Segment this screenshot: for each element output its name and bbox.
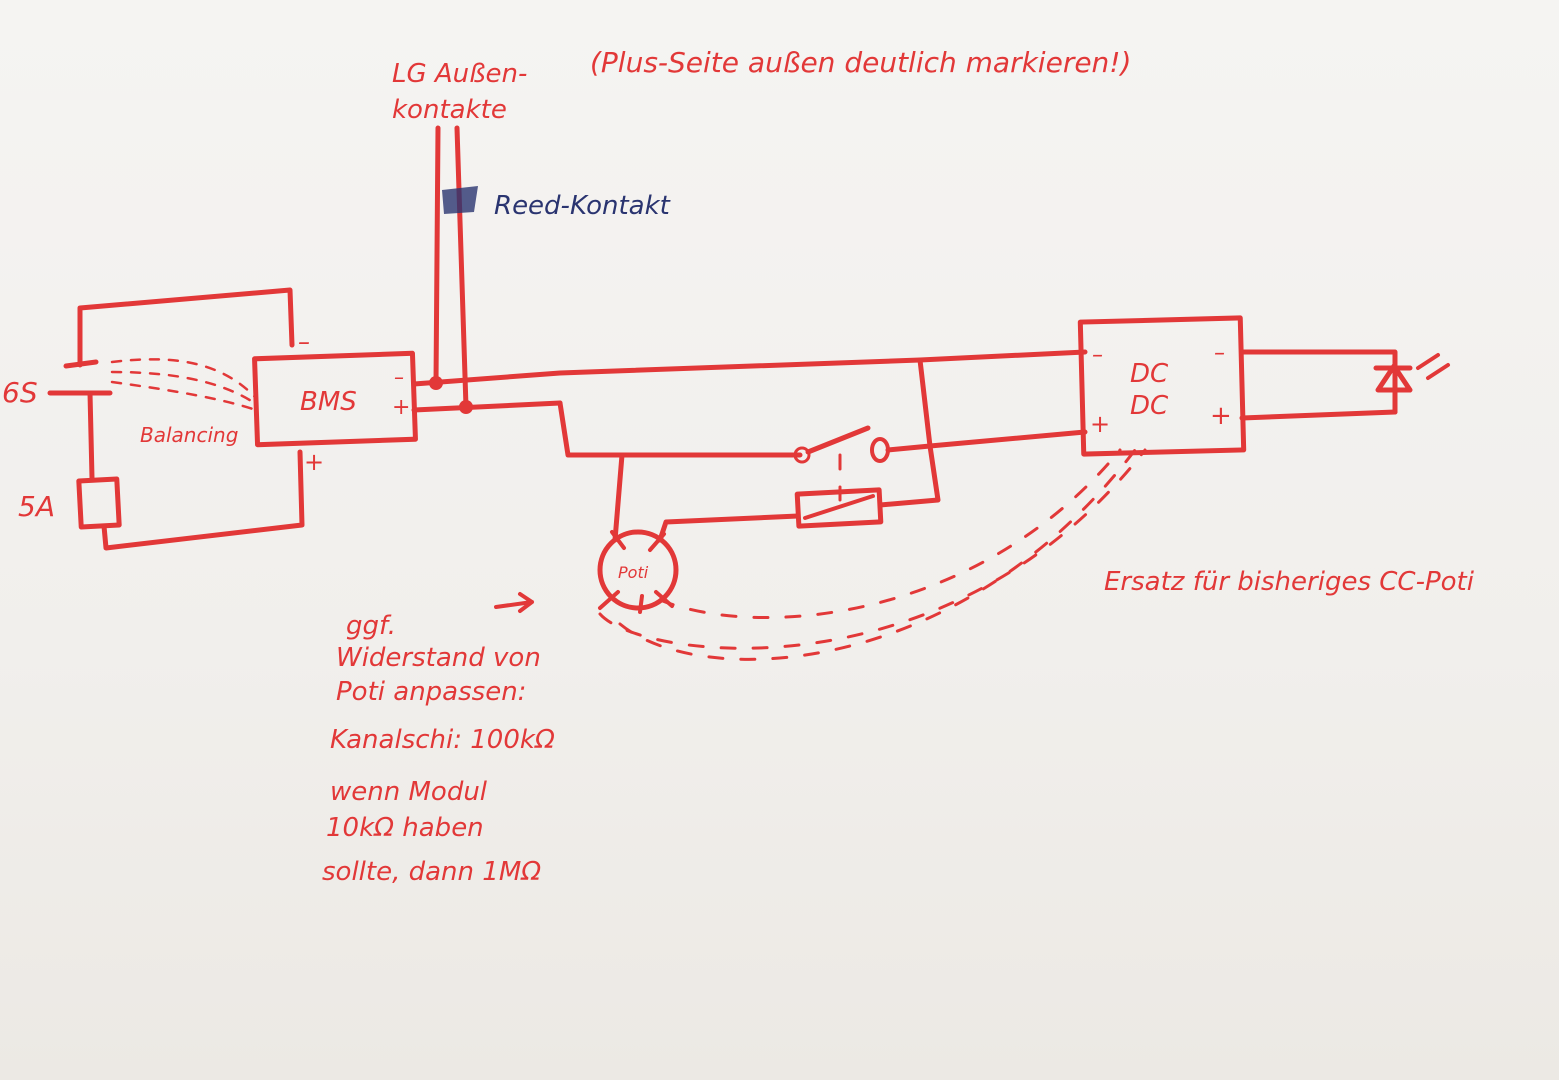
balancing-wire-2 [110,370,258,406]
poti-pin-2 [648,532,666,552]
bms-label: BMS [300,387,357,417]
note-line-3: Kanalschi: 100kΩ [330,725,555,755]
note-arrow [494,592,534,613]
relay-coil-diag [803,494,875,520]
balancing-label: Balancing [140,423,238,447]
plus-rail [411,400,563,413]
dcdc-label-top: DC [1130,359,1169,389]
bms-plus-bottom: + [304,448,324,476]
poti-pin-4 [638,594,644,614]
balancing-wires [110,358,258,400]
dcdc-out-plus: + [1210,401,1232,431]
replacement-line-1 [658,448,1122,619]
bms-plus-side: + [392,395,410,420]
battery-plate-short [63,359,99,369]
lg-contact-minus [433,125,441,386]
note-line-2: Poti anpassen: [336,677,526,707]
lg-label-line1: LG Außen- [392,59,527,89]
bms-minus-side: – [394,365,404,389]
poti-pin-3 [598,590,620,610]
fuse-body [76,476,122,530]
replacement-label: Ersatz für bisheriges CC-Poti [1104,567,1475,597]
dcdc-in-minus: – [1092,343,1103,368]
bypass-wire [917,357,933,449]
reed-contact-symbol [442,186,478,214]
poti-label: Poti [618,563,649,582]
note-line-5: 10kΩ haben [326,813,484,843]
dcdc-out-minus: – [1214,341,1225,366]
fuse-to-bms-wire [101,449,305,551]
lg-label-line2: kontakte [392,95,507,125]
replacement-line-2 [618,448,1137,661]
note-line-1: Widerstand von [336,643,541,673]
poti-pin-1 [610,530,626,550]
fuse-label: 5A [18,490,55,523]
note-line-4: wenn Modul [330,777,488,807]
poti-body [597,529,679,611]
cells-label: 6S [2,376,38,409]
poti-to-relay-wire [657,513,801,543]
led-minus-wire [1239,349,1398,415]
replacement-line-3 [598,448,1147,650]
bms-minus-top: – [298,328,310,356]
switch-contact-left [793,446,811,464]
switch-blade [805,425,871,455]
note-gg: ggf. [346,611,396,641]
minus-rail [411,349,1088,387]
reed-label: Reed-Kontakt [494,191,671,221]
relay-return-wire [877,443,941,508]
led-plus-wire [1239,409,1398,421]
switch-to-dc-plus-wire [885,429,1088,453]
balancing-wire-3 [110,380,258,412]
poti-supply-wire [612,452,625,543]
plus-to-switch-wire [557,400,803,458]
plus-side-note: (Plus-Seite außen deutlich markieren!) [590,46,1131,79]
dcdc-box [1077,315,1247,457]
lg-contact-plus [454,125,469,410]
dcdc-label-bottom: DC [1130,391,1169,421]
note-line-6: sollte, dann 1MΩ [322,857,541,887]
dcdc-in-plus: + [1090,410,1110,438]
battery-bottom-wire [87,390,95,481]
battery-top-wire [77,287,295,363]
bms-box [252,350,418,448]
led-symbol [1373,363,1413,393]
led-arrows [1416,353,1450,380]
